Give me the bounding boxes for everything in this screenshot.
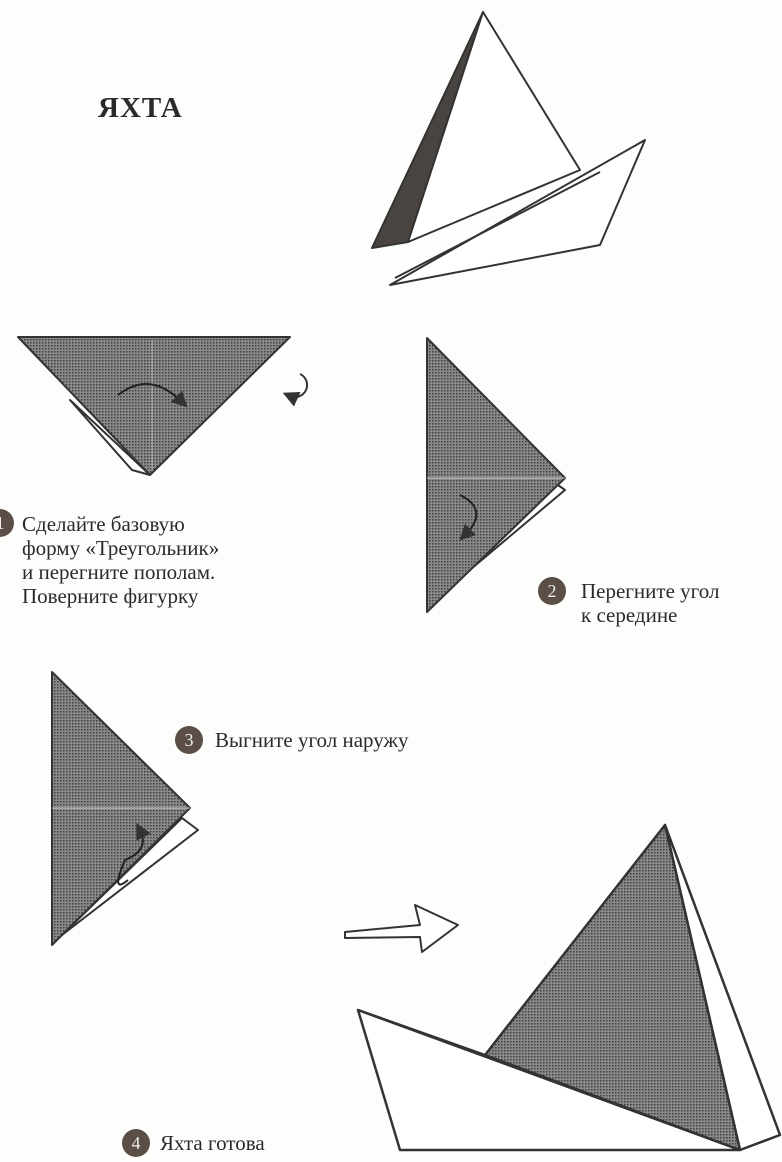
finished-yacht-preview [371, 11, 646, 286]
rotate-icon [282, 373, 309, 407]
arrow-icon [344, 904, 459, 953]
page-title: ЯХТА [98, 92, 183, 124]
text-line: Яхта готова [160, 1131, 265, 1155]
step3-diagram [51, 671, 199, 946]
step1-text: Сделайте базовую форму «Треугольник» и п… [22, 512, 219, 608]
text-line: и перегните пополам. [22, 560, 216, 584]
text-line: Выгните угол наружу [215, 728, 409, 752]
step-badge: 4 [122, 1129, 150, 1157]
step4-text: Яхта готова [160, 1131, 265, 1155]
step-badge: 2 [538, 577, 566, 605]
step1-diagram [17, 336, 309, 476]
step3-text: Выгните угол наружу [215, 728, 409, 752]
text-line: к середине [581, 603, 678, 627]
text-line: Сделайте базовую [22, 512, 185, 536]
step4-yacht-diagram [356, 823, 782, 1152]
step-badge: 1 [0, 509, 14, 537]
step-badge: 3 [175, 726, 203, 754]
text-line: Перегните угол [581, 579, 720, 603]
text-line: Поверните фигурку [22, 584, 199, 608]
step2-text: Перегните угол к середине [581, 579, 719, 627]
step2-diagram [426, 337, 566, 613]
text-line: форму «Треугольник» [22, 536, 220, 560]
